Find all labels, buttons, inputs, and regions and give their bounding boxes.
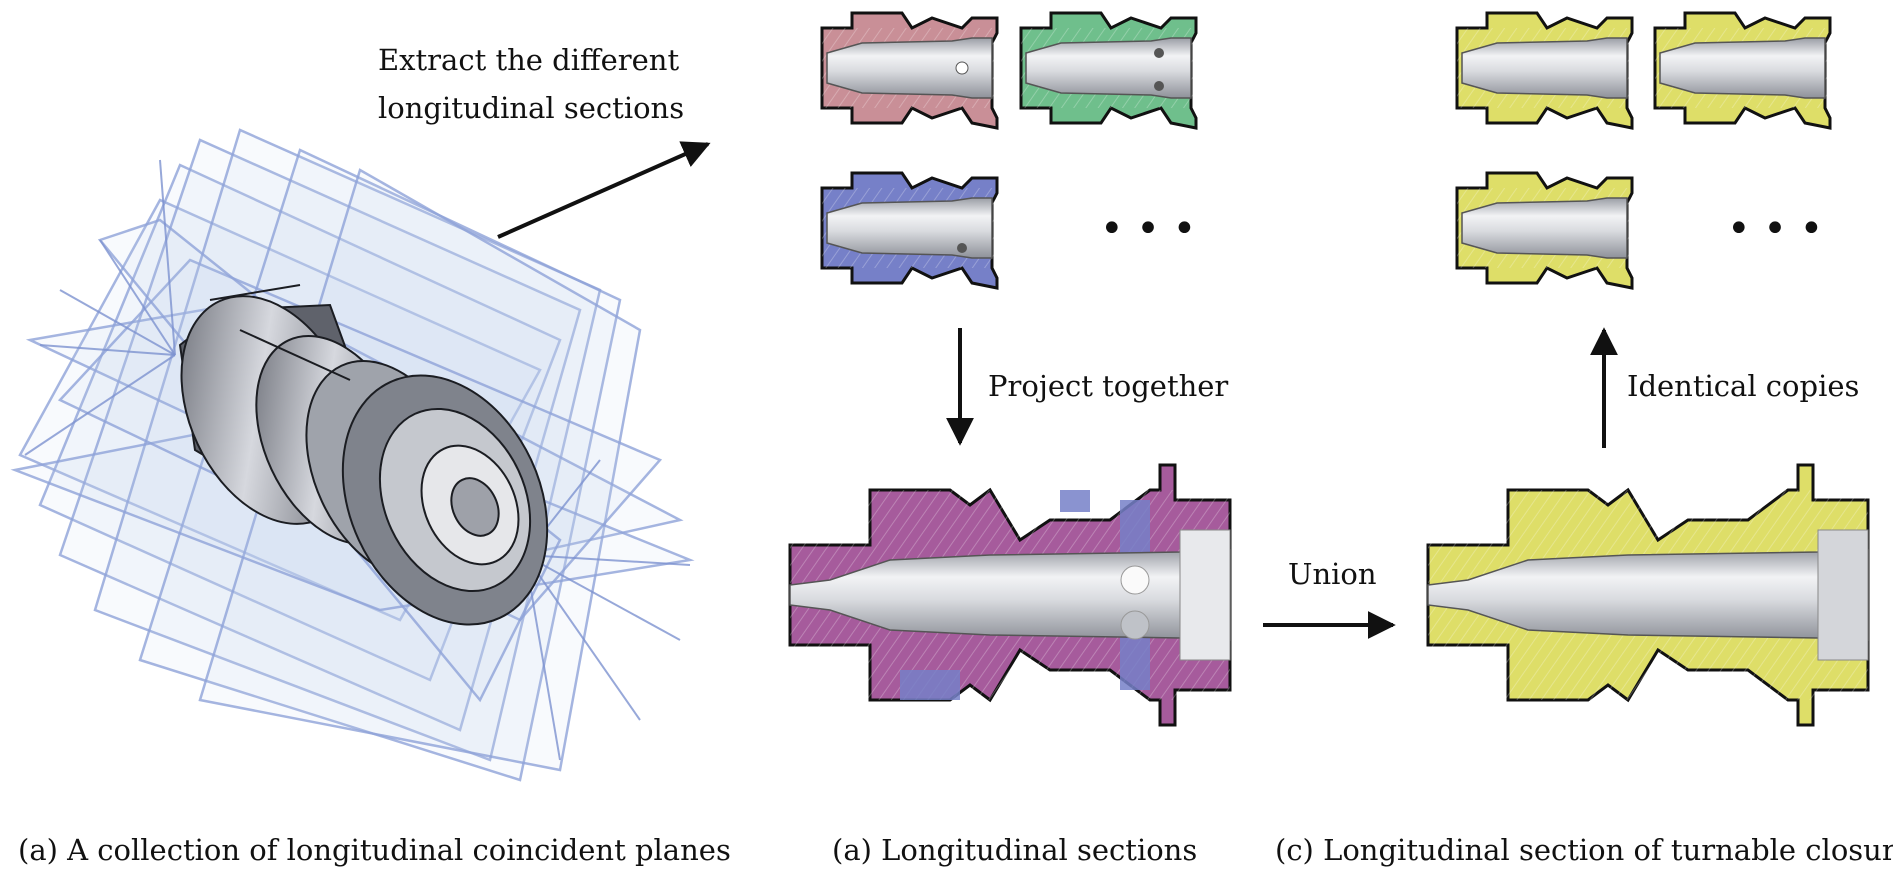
yellow-copy-3 — [1455, 171, 1634, 290]
longitudinal-sections-panel: • • • Project together — [788, 11, 1232, 727]
caption-planes: (a) A collection of longitudinal coincid… — [18, 833, 731, 867]
ellipsis-sections: • • • — [1100, 206, 1196, 252]
projected-sections — [788, 463, 1232, 727]
union-label: Union — [1288, 557, 1377, 591]
turnable-section-panel: Identical copies • • • — [1426, 11, 1870, 727]
extract-arrow — [497, 141, 711, 239]
yellow-copy-2 — [1653, 11, 1832, 130]
yellow-union-section — [1426, 463, 1870, 727]
section-blue — [820, 171, 999, 290]
section-red — [820, 11, 999, 130]
project-label: Project together — [988, 369, 1228, 403]
yellow-copy-1 — [1455, 11, 1634, 130]
ellipsis-copies: • • • — [1727, 206, 1823, 252]
coincident-planes-panel — [10, 128, 695, 782]
extract-label-line2: longitudinal sections — [378, 91, 684, 125]
identical-label: Identical copies — [1627, 369, 1859, 403]
section-green — [1019, 11, 1198, 130]
caption-turnable: (c) Longitudinal section of turnable clo… — [1275, 833, 1893, 867]
turnable-closure-3d — [178, 284, 549, 626]
caption-sections: (a) Longitudinal sections — [832, 833, 1197, 867]
extract-label-line1: Extract the different — [378, 43, 679, 77]
